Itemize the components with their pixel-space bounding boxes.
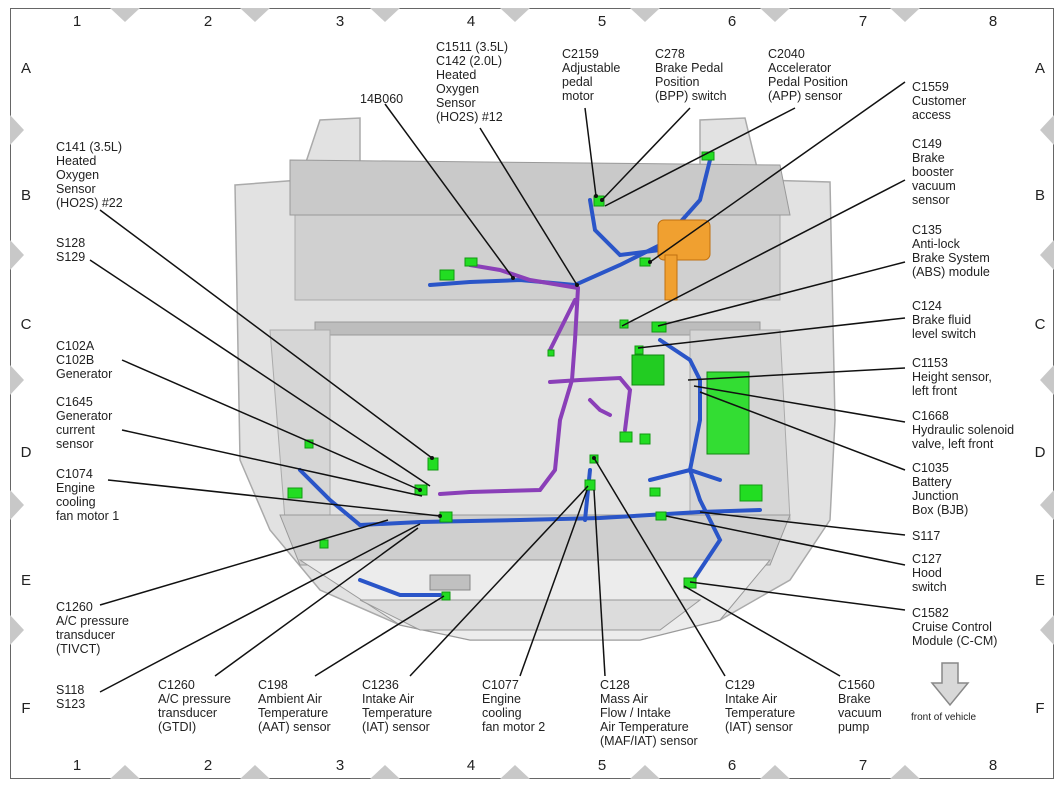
label-c1236: C1236 Intake Air Temperature (IAT) senso… <box>362 678 433 734</box>
grid-col-6-bottom: 6 <box>727 757 737 774</box>
label-c1077: C1077 Engine cooling fan motor 2 <box>482 678 546 734</box>
label-c135: C135 Anti-lock Brake System (ABS) module <box>912 223 990 279</box>
label-c1582: C1582 Cruise Control Module (C-CM) <box>912 606 998 648</box>
grid-col-8-top: 8 <box>988 13 998 30</box>
grid-col-4-bottom: 4 <box>466 757 476 774</box>
grid-row-c-left: C <box>20 316 32 333</box>
label-c149: C149 Brake booster vacuum sensor <box>912 137 956 207</box>
grid-col-5-top: 5 <box>597 13 607 30</box>
label-c1645: C1645 Generator current sensor <box>56 395 113 451</box>
grid-row-b-right: B <box>1034 187 1045 204</box>
grid-row-d-right: D <box>1034 444 1046 461</box>
label-14b060: 14B060 <box>360 92 404 106</box>
label-c2159: C2159 Adjustable pedal motor <box>562 47 621 103</box>
grid-col-4-top: 4 <box>466 13 476 30</box>
grid-row-f-left: F <box>21 700 31 717</box>
label-c1260-gtdi: C1260 A/C pressure transducer (GTDI) <box>158 678 231 734</box>
label-s118: S118 S123 <box>56 683 86 711</box>
grid-col-3-bottom: 3 <box>335 757 345 774</box>
grid-col-1-top: 1 <box>72 13 82 30</box>
label-c1511: C1511 (3.5L) C142 (2.0L) Heated Oxygen S… <box>436 40 509 124</box>
label-c1668: C1668 Hydraulic solenoid valve, left fro… <box>912 409 1015 451</box>
front-arrow-icon <box>930 662 970 707</box>
grid-row-c-right: C <box>1034 316 1046 333</box>
grid-row-d-left: D <box>20 444 32 461</box>
label-s117: S117 <box>912 529 941 543</box>
harness-blue <box>298 158 762 597</box>
label-c1153: C1153 Height sensor, left front <box>912 356 992 398</box>
label-c1260-tivct: C1260 A/C pressure transducer (TIVCT) <box>56 600 129 656</box>
label-s128: S128 S129 <box>56 236 86 264</box>
label-front-of-vehicle: front of vehicle <box>911 712 977 723</box>
label-c1035: C1035 Battery Junction Box (BJB) <box>912 461 969 517</box>
grid-col-2-bottom: 2 <box>203 757 213 774</box>
label-c1074: C1074 Engine cooling fan motor 1 <box>56 467 120 523</box>
grid-row-e-right: E <box>1034 572 1045 589</box>
leader-arrowheads <box>418 194 652 518</box>
grid-col-2-top: 2 <box>203 13 213 30</box>
label-c127: C127 Hood switch <box>912 552 947 594</box>
grid-col-7-top: 7 <box>858 13 868 30</box>
label-c198: C198 Ambient Air Temperature (AAT) senso… <box>258 678 331 734</box>
modules <box>631 219 750 455</box>
harness-purple <box>438 263 633 496</box>
grid-row-a-right: A <box>1034 60 1045 77</box>
grid-col-7-bottom: 7 <box>858 757 868 774</box>
frame-triangles <box>10 8 1054 779</box>
label-c1559: C1559 Customer access <box>912 80 967 122</box>
label-c141: C141 (3.5L) Heated Oxygen Sensor (HO2S) … <box>56 140 123 210</box>
label-c102a: C102A C102B Generator <box>56 339 113 381</box>
grid-row-e-left: E <box>20 572 31 589</box>
leader-lines <box>89 81 906 693</box>
grid-row-b-left: B <box>20 187 31 204</box>
grid-col-6-top: 6 <box>727 13 737 30</box>
grid-col-1-bottom: 1 <box>72 757 82 774</box>
grid-col-3-top: 3 <box>335 13 345 30</box>
label-c1560: C1560 Brake vacuum pump <box>838 678 882 734</box>
grid-col-8-bottom: 8 <box>988 757 998 774</box>
label-c2040: C2040 Accelerator Pedal Position (APP) s… <box>768 47 848 103</box>
label-c124: C124 Brake fluid level switch <box>912 299 976 341</box>
grid-row-f-right: F <box>1035 700 1045 717</box>
grid-row-a-left: A <box>20 60 31 77</box>
label-c278: C278 Brake Pedal Position (BPP) switch <box>655 47 727 103</box>
grid-col-5-bottom: 5 <box>597 757 607 774</box>
label-c129: C129 Intake Air Temperature (IAT) sensor <box>725 678 796 734</box>
label-c128: C128 Mass Air Flow / Intake Air Temperat… <box>600 678 698 748</box>
